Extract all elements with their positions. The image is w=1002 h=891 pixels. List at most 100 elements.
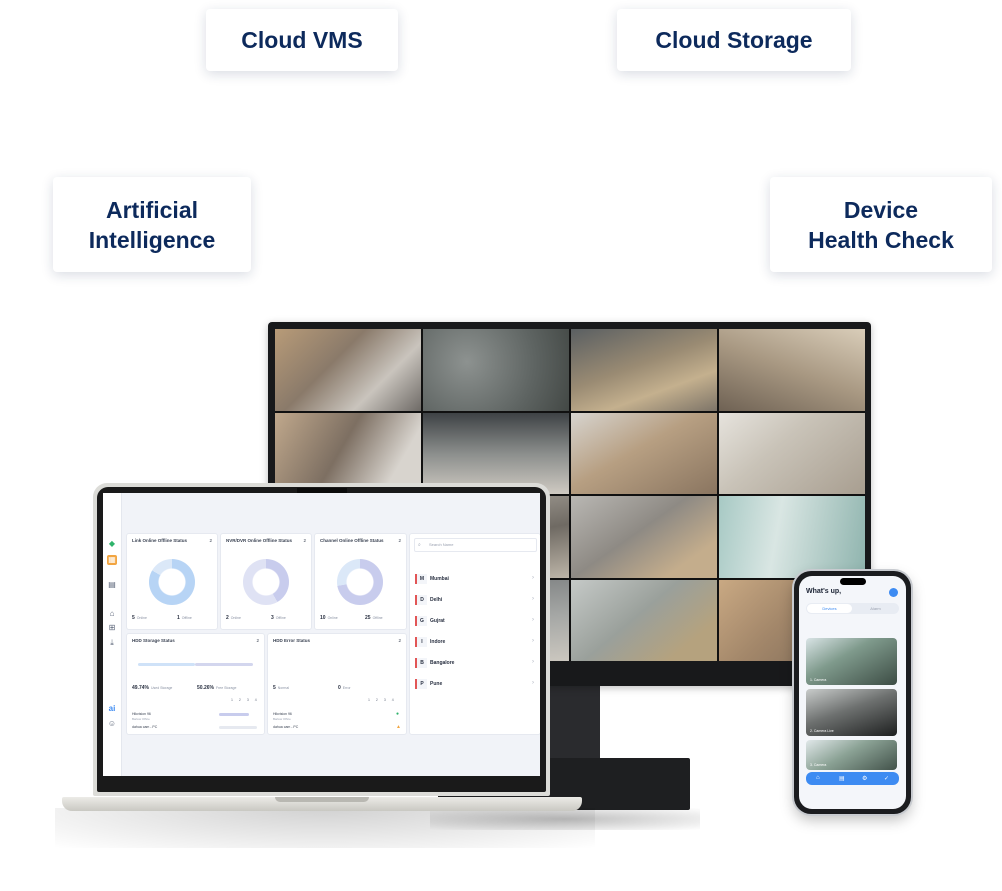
device-name: Hikvision 96 bbox=[273, 712, 292, 716]
camera-label: 2. Camera Live bbox=[810, 729, 834, 733]
warning-icon: ▲ bbox=[396, 724, 401, 730]
location-name: Mumbai bbox=[430, 576, 449, 582]
chevron-right-icon: › bbox=[532, 638, 534, 644]
phone-tab-bar: Devices Alarm bbox=[806, 603, 899, 614]
nvr-status-donut bbox=[243, 559, 289, 605]
camera-feed bbox=[719, 329, 865, 411]
download-icon[interactable]: ⤓ bbox=[110, 638, 114, 647]
chevron-right-icon: › bbox=[532, 596, 534, 602]
home-icon[interactable]: ⌂ bbox=[109, 609, 115, 618]
location-initial: B bbox=[415, 658, 427, 668]
panel-title: NVR/DVR Online Offline Status bbox=[226, 538, 293, 543]
cloud-storage-label: Cloud Storage bbox=[655, 27, 813, 53]
dashboard-icon[interactable]: ▦ bbox=[107, 555, 117, 565]
location-search-input[interactable]: Search Name bbox=[414, 538, 537, 552]
location-name: Indore bbox=[430, 639, 446, 645]
phone-bottom-nav: ⌂ ▤ ⚙ ✓ bbox=[806, 772, 899, 785]
ok-status-icon: ● bbox=[396, 711, 400, 717]
device-location: Barlow Office bbox=[132, 717, 150, 721]
settings-icon[interactable]: ⚙ bbox=[862, 776, 868, 782]
panel-title: HDD Storage Status bbox=[132, 638, 175, 643]
used-storage-bar bbox=[138, 663, 195, 666]
check-icon[interactable]: ✓ bbox=[884, 776, 890, 782]
phone-greeting: What's up, bbox=[806, 588, 842, 595]
dashboard-sidebar: ◆ ▦ ▤ ⌂ ⊞ ⤓ ai ☺ bbox=[103, 493, 122, 776]
hdd-storage-panel: HDD Storage Status 2 49.74%Used Storage … bbox=[126, 633, 265, 735]
monitor-stand-neck bbox=[548, 686, 600, 758]
used-storage-stat: 49.74%Used Storage bbox=[132, 685, 173, 691]
camera-feed bbox=[719, 496, 865, 578]
laptop-shadow bbox=[55, 808, 595, 848]
health-label-line1: Device bbox=[843, 196, 919, 223]
cloud-storage-card: Cloud Storage bbox=[617, 9, 851, 71]
pagination[interactable]: 1 2 3 4 bbox=[368, 698, 397, 702]
camera-feed bbox=[571, 412, 717, 494]
panel-title: HDD Error Status bbox=[273, 638, 311, 643]
panel-title: Link Online Offline Status bbox=[132, 538, 188, 543]
device-storage-bar bbox=[219, 713, 249, 716]
camera-feed bbox=[423, 412, 569, 494]
laptop-base bbox=[62, 797, 582, 811]
health-label-line2: Health Check bbox=[808, 226, 954, 253]
chart-icon[interactable]: ▤ bbox=[839, 776, 845, 782]
ai-icon[interactable]: ai bbox=[108, 704, 116, 713]
location-item-gujrat[interactable]: G Gujrat › bbox=[414, 615, 536, 627]
panel-count: 2 bbox=[303, 538, 306, 543]
chevron-right-icon: › bbox=[532, 617, 534, 623]
location-item-bangalore[interactable]: B Bangalore › bbox=[414, 657, 536, 669]
panel-count: 2 bbox=[398, 638, 401, 643]
camera-label: 3. Camera bbox=[810, 763, 827, 767]
monitor-shadow bbox=[430, 808, 700, 830]
phone-dynamic-island bbox=[840, 578, 866, 585]
free-storage-stat: 50.26%Free Storage bbox=[197, 685, 237, 691]
dashboard-screen: ◆ ▦ ▤ ⌂ ⊞ ⤓ ai ☺ Link Online Offline Sta… bbox=[103, 493, 540, 776]
tab-alarm[interactable]: Alarm bbox=[870, 606, 881, 611]
chevron-right-icon: › bbox=[532, 575, 534, 581]
free-storage-bar bbox=[195, 663, 253, 666]
avatar[interactable] bbox=[889, 588, 898, 597]
device-location: Barlow Office bbox=[273, 717, 291, 721]
home-icon[interactable]: ⌂ bbox=[816, 775, 820, 781]
location-initial: P bbox=[415, 679, 427, 689]
phone-camera-feed[interactable]: 2. Camera Live bbox=[806, 689, 897, 736]
pagination[interactable]: 1 2 3 4 bbox=[231, 698, 260, 702]
location-name: Pune bbox=[430, 681, 443, 687]
panel-count: 2 bbox=[209, 538, 212, 543]
location-name: Bangalore bbox=[430, 660, 455, 666]
camera-feed bbox=[275, 329, 421, 411]
phone-screen: What's up, Devices Alarm 1. Camera 2. Ca… bbox=[799, 576, 906, 809]
panel-title: Channel Online Offline Status bbox=[320, 538, 384, 543]
camera-feed bbox=[571, 329, 717, 411]
phone-camera-feed[interactable]: 1. Camera bbox=[806, 638, 897, 685]
camera-feed bbox=[571, 496, 717, 578]
location-item-mumbai[interactable]: M Mumbai › bbox=[414, 573, 536, 585]
location-initial: M bbox=[415, 574, 427, 584]
location-name: Gujrat bbox=[430, 618, 445, 624]
camera-feed bbox=[423, 329, 569, 411]
tab-devices[interactable]: Devices bbox=[807, 604, 852, 613]
locations-panel: Search Name ⌕ M Mumbai › D Delhi › G Guj… bbox=[409, 533, 540, 735]
chart-icon[interactable]: ▤ bbox=[108, 580, 116, 589]
panel-count: 2 bbox=[398, 538, 401, 543]
location-item-pune[interactable]: P Pune › bbox=[414, 678, 536, 690]
device-health-check-card: Device Health Check bbox=[770, 177, 992, 272]
user-icon[interactable]: ☺ bbox=[107, 719, 117, 728]
search-icon: ⌕ bbox=[418, 542, 421, 548]
grid-icon[interactable]: ⊞ bbox=[108, 623, 116, 632]
location-item-delhi[interactable]: D Delhi › bbox=[414, 594, 536, 606]
device-name: dahua cam - PC bbox=[273, 725, 299, 729]
location-item-indore[interactable]: I Indore › bbox=[414, 636, 536, 648]
link-status-donut bbox=[149, 559, 195, 605]
camera-feed bbox=[719, 412, 865, 494]
chevron-right-icon: › bbox=[532, 659, 534, 665]
phone-camera-feed[interactable]: 3. Camera bbox=[806, 740, 897, 770]
